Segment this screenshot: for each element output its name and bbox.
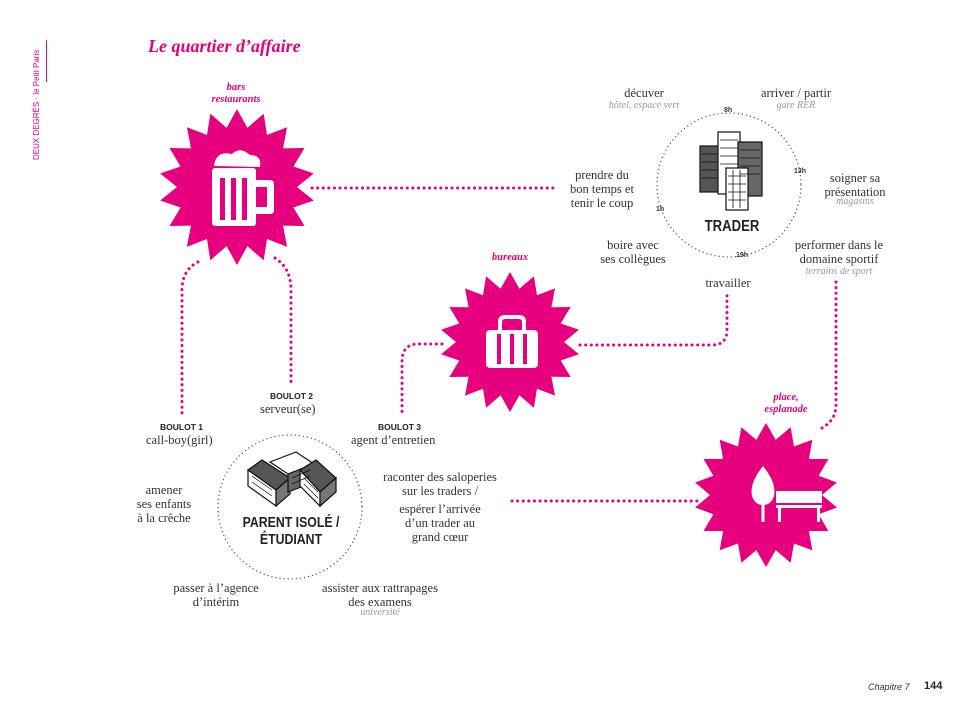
connector-trader-place [820, 280, 838, 430]
page-title: Le quartier d’affaire [148, 36, 301, 56]
activity-performer-line1: performer dans le [794, 238, 884, 252]
activity-soigner: soigner sa présentation [810, 171, 900, 199]
briefcase-icon [486, 315, 538, 368]
footer-chapter: Chapitre 7 [868, 682, 910, 692]
tree-bench-icon [751, 466, 822, 522]
side-rule [46, 40, 47, 82]
activity-esperer-line1: espérer l’arrivée [399, 502, 481, 516]
activity-travailler: travailler [705, 276, 751, 290]
activity-decuver: décuver [624, 86, 664, 100]
connector-bureaux-boulot3 [400, 342, 444, 418]
hour-8h: 8h [724, 107, 733, 114]
boulot3-text: agent d’entretien [351, 433, 436, 447]
activity-esperer: espérer l’arrivée d’un trader au grand c… [376, 502, 504, 544]
activity-passer-line2: d’intérim [192, 595, 240, 609]
activity-performer: performer dans le domaine sportif [784, 238, 894, 266]
parent-ring [217, 434, 363, 580]
bars-label-line2: restaurants [211, 94, 261, 105]
activity-amener: amener ses enfants à la crêche [124, 483, 204, 525]
boulot2-text: serveur(se) [260, 402, 316, 416]
activity-raconter: raconter des saloperies sur les traders … [368, 470, 512, 498]
activity-arriver-place: gare RER [776, 100, 816, 111]
skyscrapers-icon [699, 131, 763, 211]
hour-13h: 13h [794, 168, 807, 175]
parent-name-line2: ÉTUDIANT [259, 531, 323, 548]
activity-amener-line2: ses enfants [136, 497, 192, 511]
activity-soigner-line1: soigner sa [829, 171, 881, 185]
connector-bureaux-travailler [578, 292, 729, 347]
activity-esperer-line2: d’un trader au [404, 516, 476, 530]
activity-amener-line3: à la crêche [137, 511, 191, 525]
trader-name: TRADER [704, 218, 760, 235]
activity-arriver: arriver / partir [760, 86, 832, 100]
place-label: place, esplanade [746, 392, 826, 416]
parent-name: PARENT ISOLÉ / ÉTUDIANT [238, 514, 345, 548]
activity-assister-place: université [360, 607, 400, 618]
bars-label: bars restaurants [196, 82, 276, 106]
connectors [180, 186, 838, 503]
activity-passer-line1: passer à l’agence [173, 581, 259, 595]
activity-boire: boire avec ses collègues [590, 238, 676, 266]
activity-raconter-line2: sur les traders / [401, 484, 479, 498]
bureaux-label: bureaux [491, 252, 529, 263]
activity-prendre-line1: prendre du [575, 168, 629, 182]
connector-bars-boulot2 [273, 256, 293, 388]
place-label-line2: esplanade [764, 404, 808, 415]
boulot1-text: call-boy(girl) [146, 433, 213, 447]
boulot1-title: BOULOT 1 [160, 422, 203, 432]
housing-blocks-icon [246, 451, 337, 508]
connector-bars-boulot1 [180, 260, 200, 416]
boulot3-title: BOULOT 3 [378, 422, 421, 432]
activity-decuver-place: hôtel, espace vert [608, 100, 680, 111]
activity-prendre-line3: tenir le coup [570, 196, 634, 210]
activity-performer-place: terrains de sport [805, 266, 873, 277]
activity-prendre-line2: bon temps et [570, 182, 634, 196]
place-label-line1: place, [773, 392, 799, 403]
hour-19h: 19h [736, 252, 749, 259]
activity-amener-line1: amener [145, 483, 183, 497]
boulot2-title: BOULOT 2 [270, 391, 313, 401]
activity-soigner-line2: présentation [824, 185, 886, 199]
bars-label-line1: bars [226, 82, 246, 93]
activity-esperer-line3: grand cœur [411, 530, 469, 544]
activity-assister: assister aux rattrapages des examens [304, 581, 456, 609]
activity-raconter-line1: raconter des saloperies [383, 470, 497, 484]
activity-assister-line1: assister aux rattrapages [322, 581, 438, 595]
parent-name-line1: PARENT ISOLÉ / [242, 514, 340, 531]
activity-prendre: prendre du bon temps et tenir le coup [556, 168, 648, 210]
trader-ring [656, 112, 802, 258]
activity-soigner-place: magasins [836, 196, 874, 207]
footer-page-number: 144 [924, 680, 943, 692]
beer-mug-icon [212, 150, 274, 226]
activity-assister-line2: des examens [348, 595, 412, 609]
activity-boire-line1: boire avec [607, 238, 659, 252]
activity-passer: passer à l’agence d’intérim [156, 581, 276, 609]
activity-performer-line2: domaine sportif [799, 252, 879, 266]
hour-1h: 1h [656, 206, 665, 213]
activity-boire-line2: ses collègues [600, 252, 666, 266]
